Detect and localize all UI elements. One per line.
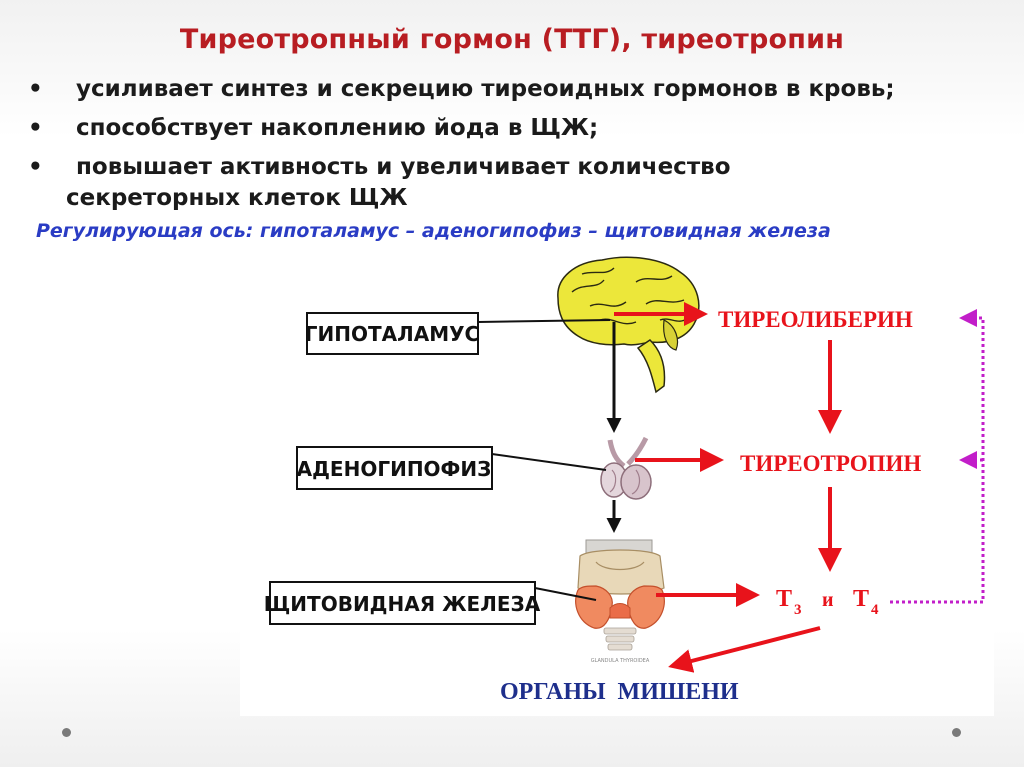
bullet-marker: • [28,154,43,180]
t4-letter: Т [853,586,869,612]
t3t4-to-targets-arrow [668,626,821,673]
thyroliberin-label: ТИРЕОЛИБЕРИН [718,307,913,332]
hypothalamus-label: ГИПОТАЛАМУС [305,322,479,346]
thyroid-caption: GLANDULA THYROIDEA [591,658,650,664]
thyroid-connector [534,587,597,601]
and-word: и [822,589,834,611]
adenohypophysis-box: АДЕНОГИПОФИЗ [296,446,493,490]
bullet-marker: • [28,115,43,141]
brain-illustration [557,256,700,394]
thyrotropin-label: ТИРЕОТРОПИН [740,451,921,476]
prev-slide-dot[interactable] [62,728,71,737]
negative-feedback-loop [890,309,985,604]
bullet-list: • усиливает синтез и секрецию тиреоидных… [28,74,1008,222]
t4-subscript: 4 [871,602,879,618]
bullet-text: повышает активность и увеличивает количе… [76,154,731,180]
adenohypophysis-connector [491,453,607,471]
bullet-text-continuation: секреторных клеток ЩЖ [66,185,408,211]
hypothalamus-connector [477,319,611,323]
bullet-item: • способствует накоплению йода в ЩЖ; [28,113,1008,144]
next-slide-dot[interactable] [952,728,961,737]
pituitary-illustration [600,436,652,500]
bullet-item: • повышает активность и увеличивает коли… [28,152,1008,214]
t3-subscript: 3 [794,602,802,618]
bullet-item: • усиливает синтез и секрецию тиреоидных… [28,74,1008,105]
t3-t4-label: Т 3 и Т 4 [776,586,879,618]
bullet-text: усиливает синтез и секрецию тиреоидных г… [76,76,895,102]
regulation-axis-note: Регулирующая ось: гипоталамус – аденогип… [36,220,831,242]
thyroid-label: ЩИТОВИДНАЯ ЖЕЛЕЗА [264,592,541,616]
adenohypophysis-label: АДЕНОГИПОФИЗ [297,457,492,481]
hypothalamus-box: ГИПОТАЛАМУС [305,312,479,355]
slide-title: Тиреотропный гормон (ТТГ), тиреотропин [179,24,845,55]
target-organs-label: ОРГАНЫ МИШЕНИ [500,679,739,705]
bullet-text: способствует накоплению йода в ЩЖ; [76,115,599,141]
thyroid-box: ЩИТОВИДНАЯ ЖЕЛЕЗА [264,581,541,625]
thyroid-illustration: GLANDULA THYROIDEA [575,539,665,664]
t3-letter: Т [776,586,792,612]
bullet-marker: • [28,76,43,102]
